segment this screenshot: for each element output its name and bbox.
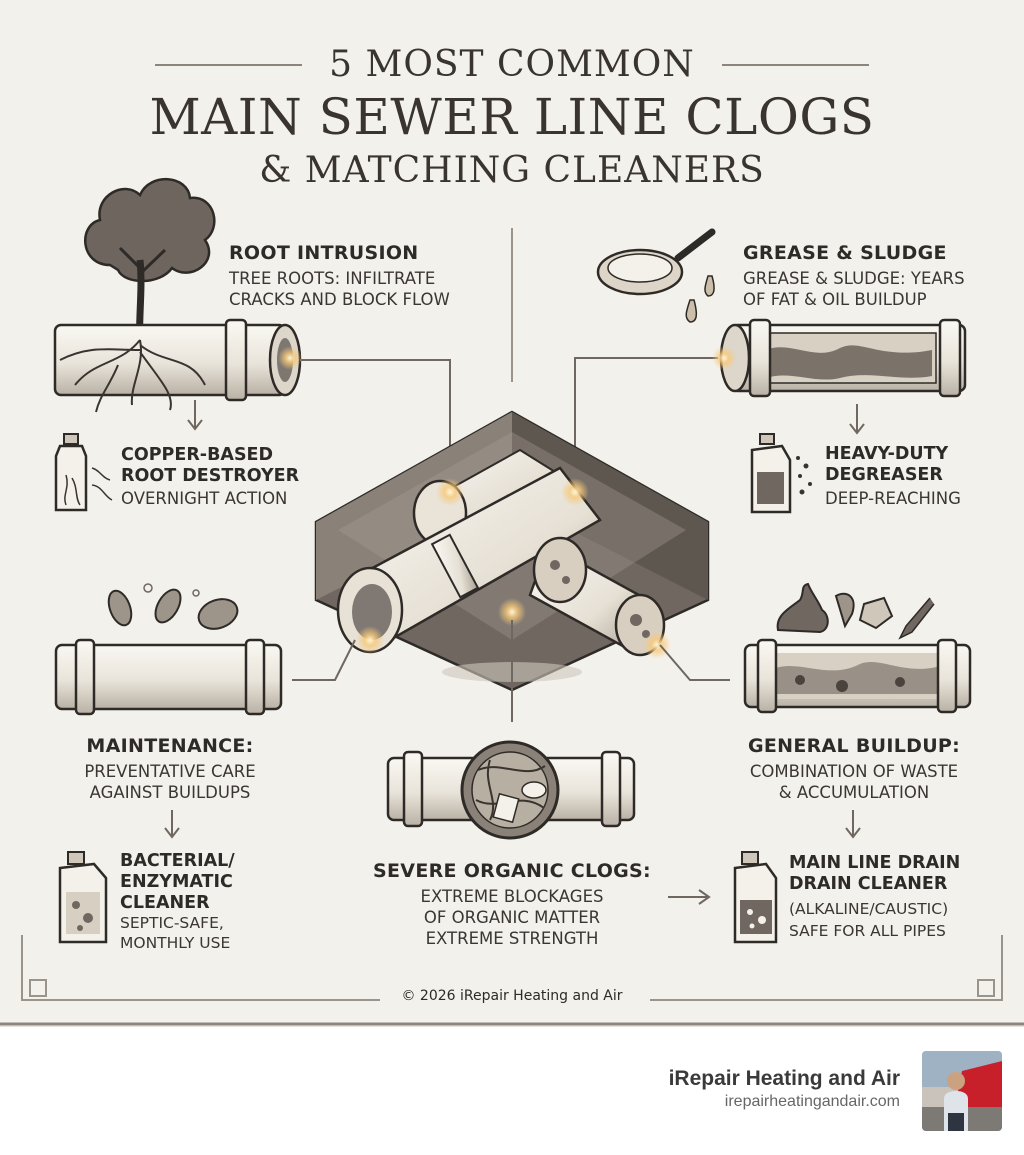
organic-desc-line: EXTREME STRENGTH (425, 929, 599, 948)
maintenance-arrow (164, 810, 180, 839)
maintenance-product-note: SEPTIC-SAFE, MONTHLY USE (120, 913, 230, 953)
root-desc: TREE ROOTS: INFILTRATE CRACKS AND BLOCK … (229, 268, 450, 310)
organic-desc-line: EXTREME BLOCKAGES (420, 887, 604, 906)
frame-corner-right (946, 935, 1003, 1001)
general-desc-line: & ACCUMULATION (778, 783, 930, 802)
illustration-layer (0, 64, 1024, 1026)
root-pipe (53, 318, 302, 413)
general-heading: GENERAL BUILDUP: (747, 735, 961, 757)
root-product-line: ROOT DESTROYER (121, 466, 300, 486)
general-desc: COMBINATION OF WASTE & ACCUMULATION (722, 761, 986, 803)
footer-bar: iRepair Heating and Air irepairheatingan… (0, 1026, 1024, 1155)
general-product-note: (ALKALINE/CAUSTIC) SAFE FOR ALL PIPES (789, 898, 948, 942)
title-line-2: MAIN SEWER LINE CLOGS (149, 88, 875, 146)
grease-product-line: HEAVY-DUTY (825, 444, 949, 464)
title-line-1: 5 MOST COMMON (329, 44, 695, 85)
general-note-line: (ALKALINE/CAUSTIC) (789, 900, 949, 918)
general-desc-line: COMBINATION OF WASTE (749, 762, 959, 781)
frame-corner-left (21, 935, 78, 1001)
waste-debris-icon (776, 582, 935, 640)
general-product: MAIN LINE DRAIN DRAIN CLEANER (789, 853, 960, 895)
maintenance-desc-line: PREVENTATIVE CARE (84, 762, 256, 781)
general-connector (659, 644, 730, 681)
general-buildup-pipe (743, 638, 972, 714)
root-arrow (187, 400, 203, 431)
pipe-junction-cutaway (278, 346, 736, 692)
organic-desc: EXTREME BLOCKAGES OF ORGANIC MATTER EXTR… (362, 886, 662, 949)
frying-pan-icon (596, 228, 716, 323)
maintenance-heading: MAINTENANCE: (86, 735, 254, 757)
root-desc-line: TREE ROOTS: INFILTRATE (229, 269, 436, 288)
bacteria-icon (107, 583, 239, 630)
infographic-poster: 5 MOST COMMON MAIN SEWER LINE CLOGS & MA… (0, 0, 1024, 1026)
enzymatic-jug-icon (58, 851, 108, 944)
grease-product-note: DEEP-REACHING (825, 489, 961, 508)
organic-desc-line: OF ORGANIC MATTER (423, 908, 601, 927)
root-product-line: COPPER-BASED (121, 445, 274, 465)
general-note-line: SAFE FOR ALL PIPES (789, 922, 946, 940)
brand-name[interactable]: iRepair Heating and Air (668, 1067, 900, 1090)
general-product-line: DRAIN CLEANER (789, 874, 948, 894)
grease-product: HEAVY-DUTY DEGREASER (825, 444, 948, 486)
avatar-photo-icon (922, 1051, 1002, 1131)
caustic-cleaner-jug-icon (733, 851, 778, 944)
maintenance-product-line: ENZYMATIC (120, 872, 233, 892)
avatar (922, 1051, 1002, 1131)
grease-product-line: DEGREASER (825, 465, 943, 485)
root-product-note: OVERNIGHT ACTION (121, 489, 288, 508)
maintenance-product-line: CLEANER (120, 893, 210, 913)
maintenance-desc: PREVENTATIVE CARE AGAINST BUILDUPS (40, 761, 300, 803)
grease-heading: GREASE & SLUDGE (743, 242, 947, 264)
grease-desc-line: GREASE & SLUDGE: YEARS (743, 269, 965, 288)
grease-desc: GREASE & SLUDGE: YEARS OF FAT & OIL BUIL… (743, 268, 965, 310)
organic-arrow (668, 889, 711, 905)
grease-desc-line: OF FAT & OIL BUILDUP (743, 290, 927, 309)
maintenance-product-line: BACTERIAL/ (120, 851, 235, 871)
organic-heading: SEVERE ORGANIC CLOGS: (373, 860, 651, 882)
root-heading: ROOT INTRUSION (229, 242, 419, 264)
maintenance-pipe (54, 638, 283, 716)
maintenance-note-line: MONTHLY USE (120, 934, 231, 952)
grease-arrow (849, 404, 865, 435)
grease-pipe (719, 318, 967, 398)
root-desc-line: CRACKS AND BLOCK FLOW (229, 290, 450, 309)
maintenance-note-line: SEPTIC-SAFE, (120, 914, 224, 932)
maintenance-connector (292, 639, 356, 681)
organic-pipe (386, 740, 636, 840)
brand-url-link[interactable]: irepairheatingandair.com (724, 1093, 900, 1110)
root-product: COPPER-BASED ROOT DESTROYER (121, 445, 299, 487)
general-arrow (845, 810, 861, 839)
degreaser-jug-icon (750, 433, 812, 514)
title-line-3: & MATCHING CLEANERS (259, 150, 765, 191)
copyright-notice: © 2026 iRepair Heating and Air (401, 988, 623, 1004)
maintenance-desc-line: AGAINST BUILDUPS (89, 783, 251, 802)
root-destroyer-bottle-icon (54, 433, 113, 512)
general-product-line: MAIN LINE DRAIN (789, 853, 961, 873)
maintenance-product: BACTERIAL/ ENZYMATIC CLEANER (120, 851, 235, 914)
